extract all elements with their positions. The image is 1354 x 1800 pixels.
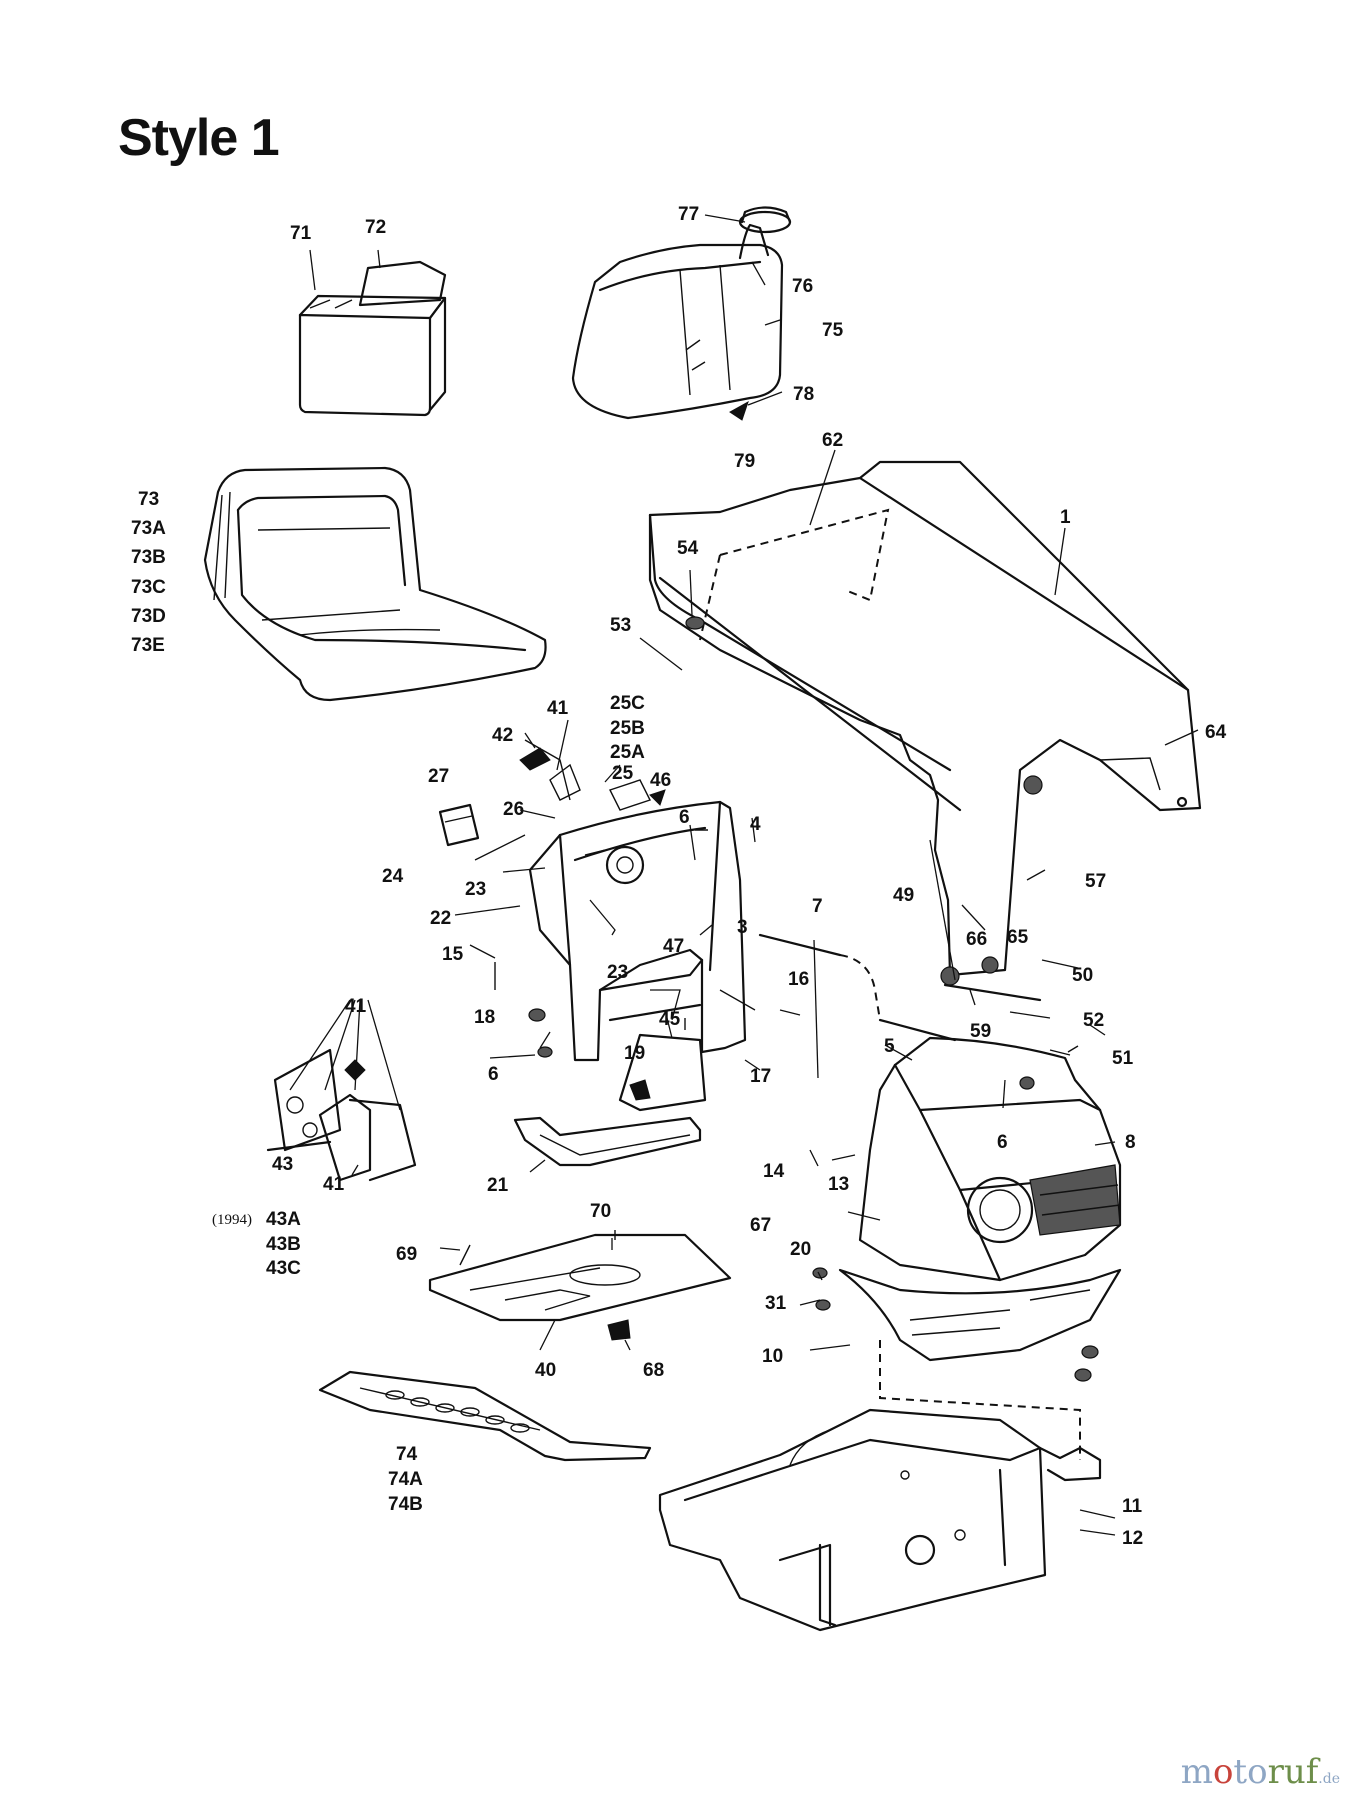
callout-8: 8 xyxy=(1125,1132,1136,1153)
callout-49: 49 xyxy=(893,885,914,906)
callout-11: 11 xyxy=(1122,1496,1143,1517)
callout-14: 14 xyxy=(763,1161,785,1182)
callout-1994-note: (1994) xyxy=(212,1212,252,1228)
callout-26: 26 xyxy=(503,799,524,820)
callout-65: 65 xyxy=(1007,927,1029,948)
callout-76: 76 xyxy=(792,276,813,297)
callout-20: 20 xyxy=(790,1239,811,1260)
callout-25: 25 xyxy=(612,763,634,784)
callout-10: 10 xyxy=(762,1346,783,1367)
callout-12: 12 xyxy=(1122,1528,1143,1549)
callout-66: 66 xyxy=(966,929,987,950)
callout-6-right: 6 xyxy=(997,1132,1008,1153)
dashboard-console-drawing xyxy=(528,800,747,1112)
callout-73d: 73D xyxy=(131,606,166,627)
callout-25b: 25B xyxy=(610,718,645,739)
callout-13: 13 xyxy=(828,1174,849,1195)
callout-43a: 43A xyxy=(266,1209,301,1230)
callout-43c: 43C xyxy=(266,1258,301,1279)
callout-79: 79 xyxy=(734,451,755,472)
callout-labels: 71 72 77 76 75 78 79 62 1 73 73A 73B 73C… xyxy=(131,204,1227,1549)
callout-16: 16 xyxy=(788,969,809,990)
battery-drawing xyxy=(298,260,447,417)
callout-73b: 73B xyxy=(131,547,166,568)
callout-73a: 73A xyxy=(131,518,166,539)
callout-23-center: 23 xyxy=(607,962,628,983)
callout-40: 40 xyxy=(535,1360,556,1381)
watermark-logo: motoruf.de xyxy=(1180,1752,1340,1792)
callout-19: 19 xyxy=(624,1043,645,1064)
throttle-lever-drawing xyxy=(266,739,581,1182)
callout-42: 42 xyxy=(492,725,513,746)
callout-15: 15 xyxy=(442,944,464,965)
callout-77: 77 xyxy=(678,204,699,225)
callout-68: 68 xyxy=(643,1360,664,1381)
seat-drawing xyxy=(203,466,547,702)
callout-78: 78 xyxy=(793,384,814,405)
callout-74a: 74A xyxy=(388,1469,423,1490)
callout-24: 24 xyxy=(382,866,404,887)
fuel-tank-drawing xyxy=(571,206,792,421)
switch-drawing xyxy=(438,779,666,847)
callout-41-lower: 41 xyxy=(323,1174,345,1195)
callout-47: 47 xyxy=(663,936,684,957)
callout-52: 52 xyxy=(1083,1010,1104,1031)
footrest-drawing xyxy=(318,1370,652,1462)
callout-21: 21 xyxy=(487,1175,509,1196)
callout-7: 7 xyxy=(812,896,823,917)
floor-plate-drawing xyxy=(428,1230,732,1341)
callout-70: 70 xyxy=(590,1201,611,1222)
page-title: Style 1 xyxy=(118,109,280,167)
callout-74b: 74B xyxy=(388,1494,423,1515)
bracket-drawing xyxy=(513,1079,702,1167)
callout-5: 5 xyxy=(884,1036,895,1057)
callout-54: 54 xyxy=(677,538,699,559)
callout-73e: 73E xyxy=(131,635,165,656)
frame-drawing xyxy=(658,1408,1102,1632)
callout-41-top: 41 xyxy=(547,698,569,719)
callout-53: 53 xyxy=(610,615,631,636)
callout-4: 4 xyxy=(750,814,761,835)
callout-18: 18 xyxy=(474,1007,495,1028)
hood-drawing xyxy=(648,460,1202,977)
grille-drawing xyxy=(838,1036,1122,1362)
callout-27: 27 xyxy=(428,766,449,787)
callout-71: 71 xyxy=(290,223,312,244)
cable-drawing xyxy=(758,933,1042,1042)
callout-17: 17 xyxy=(750,1066,771,1087)
leader-lines xyxy=(289,214,1199,1536)
callout-75: 75 xyxy=(822,320,844,341)
callout-50: 50 xyxy=(1072,965,1093,986)
callout-23-left: 23 xyxy=(465,879,486,900)
callout-31: 31 xyxy=(765,1293,787,1314)
callout-62: 62 xyxy=(822,430,843,451)
callout-73c: 73C xyxy=(131,577,166,598)
callout-46: 46 xyxy=(650,770,671,791)
callout-25c: 25C xyxy=(610,693,645,714)
callout-51: 51 xyxy=(1112,1048,1134,1069)
callout-6-left: 6 xyxy=(488,1064,499,1085)
callout-73: 73 xyxy=(138,489,159,510)
callout-57: 57 xyxy=(1085,871,1106,892)
callout-41-left: 41 xyxy=(345,996,367,1017)
callout-43b: 43B xyxy=(266,1234,301,1255)
callout-3: 3 xyxy=(737,917,748,938)
callout-72: 72 xyxy=(365,217,386,238)
callout-1: 1 xyxy=(1060,507,1071,528)
callout-45: 45 xyxy=(659,1009,681,1030)
callout-59: 59 xyxy=(970,1021,991,1042)
hardware-drawing xyxy=(494,616,1099,1382)
callout-22: 22 xyxy=(430,908,451,929)
callout-6-top: 6 xyxy=(679,807,690,828)
callout-74: 74 xyxy=(396,1444,418,1465)
callout-43: 43 xyxy=(272,1154,293,1175)
callout-69: 69 xyxy=(396,1244,417,1265)
callout-25a: 25A xyxy=(610,742,645,763)
callout-64: 64 xyxy=(1205,722,1227,743)
callout-67: 67 xyxy=(750,1215,771,1236)
